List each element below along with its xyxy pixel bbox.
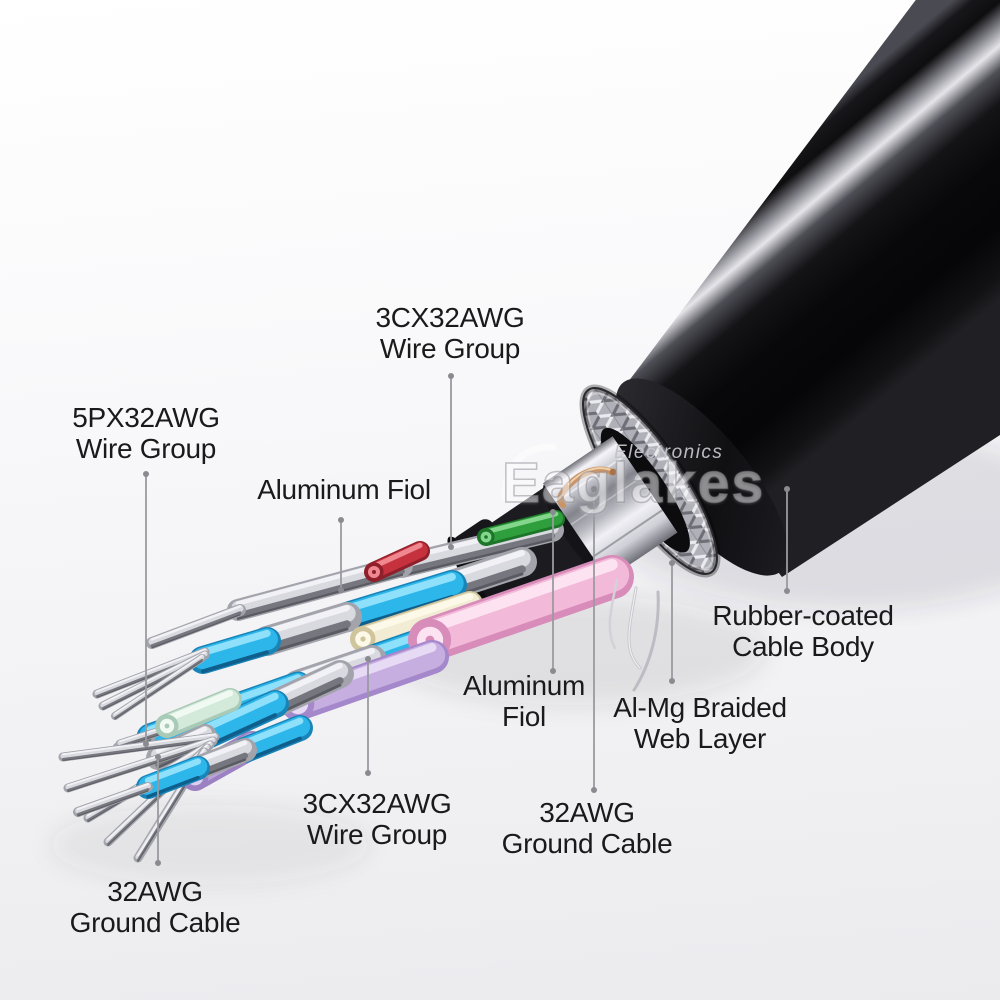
cable-end-cap [615, 378, 789, 576]
watermark-brand: Eaglakes [501, 450, 766, 516]
cut-face-layers [447, 384, 721, 621]
label-aluminum-foil-left: Aluminum Fiol [257, 474, 431, 505]
leader-dots [143, 373, 790, 866]
label-ground-cable-left: 32AWG Ground Cable [69, 876, 241, 938]
watermark-subtitle: Electronics [614, 442, 724, 463]
leader-lines [145, 376, 788, 863]
label-al-mg-braided-web-layer: Al-Mg Braided Web Layer [613, 692, 787, 754]
label-wire-group-bottom: 3CX32AWG Wire Group [302, 788, 452, 850]
foil-tube [542, 436, 678, 580]
ground-copper-wire [557, 466, 617, 509]
label-ground-cable-right: 32AWG Ground Cable [501, 797, 673, 859]
watermark-swoosh [501, 443, 557, 501]
label-aluminum-foil-center: Aluminum Fiol [462, 670, 586, 732]
label-rubber-coated-cable-body: Rubber-coated Cable Body [712, 600, 894, 662]
wire-bundle [58, 510, 634, 863]
braid-strands [608, 578, 660, 692]
label-wire-group-top: 3CX32AWG Wire Group [375, 302, 525, 364]
label-wire-group-left: 5PX32AWG Wire Group [72, 402, 220, 464]
